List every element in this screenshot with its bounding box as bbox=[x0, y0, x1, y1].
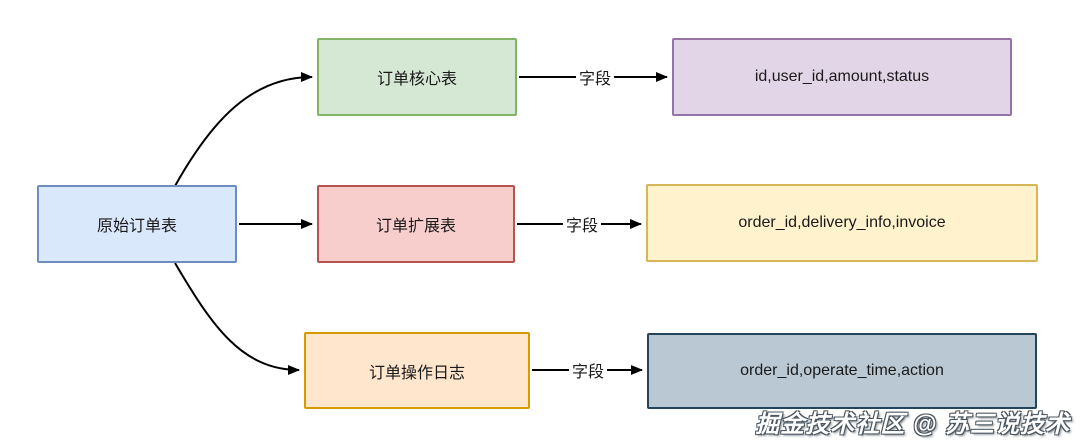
node-order-operation-log: 订单操作日志 bbox=[304, 332, 530, 409]
edge-label-fields-core: 字段 bbox=[575, 65, 615, 89]
watermark: 掘金技术社区 @ 苏三说技术 bbox=[755, 411, 1070, 438]
node-order-log-fields: order_id,operate_time,action bbox=[647, 333, 1037, 409]
node-order-extension-fields: order_id,delivery_info,invoice bbox=[646, 184, 1038, 262]
node-label: 订单核心表 bbox=[376, 71, 457, 88]
arrow-source-to-log bbox=[174, 262, 300, 375]
edge-label-fields-log: 字段 bbox=[568, 358, 608, 382]
node-label: 订单扩展表 bbox=[375, 218, 456, 235]
arrow-source-to-core bbox=[174, 72, 313, 187]
node-label: order_id,operate_time,action bbox=[740, 362, 944, 379]
node-order-extension-table: 订单扩展表 bbox=[317, 185, 515, 263]
node-label: order_id,delivery_info,invoice bbox=[738, 214, 946, 231]
edge-label-fields-ext: 字段 bbox=[562, 212, 602, 236]
node-order-core-fields: id,user_id,amount,status bbox=[672, 38, 1012, 116]
node-original-order-table: 原始订单表 bbox=[37, 185, 237, 263]
node-order-core-table: 订单核心表 bbox=[317, 38, 517, 116]
node-label: 原始订单表 bbox=[96, 218, 177, 235]
node-label: id,user_id,amount,status bbox=[754, 68, 930, 85]
node-label: 订单操作日志 bbox=[368, 364, 465, 382]
